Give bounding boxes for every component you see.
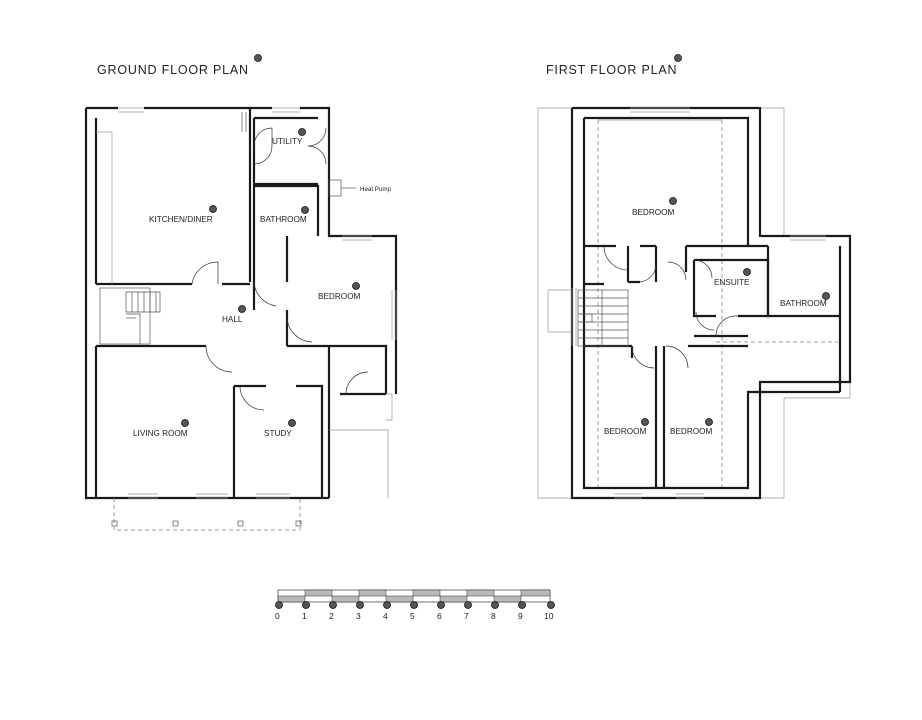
ground-floor-plan: GROUND FLOOR PLAN	[84, 54, 398, 531]
scale-tick-label: 5	[410, 611, 415, 621]
scale-tick-label: 9	[518, 611, 523, 621]
map-pin-icon	[352, 282, 360, 290]
room-label-kitchen-diner: KITCHEN/DINER	[149, 215, 213, 224]
ground-floor-patio	[111, 393, 393, 531]
map-pin-icon	[518, 601, 526, 609]
map-pin-icon	[743, 268, 751, 276]
ground-floor-walls	[84, 106, 398, 500]
heat-pump-unit-icon	[328, 179, 356, 197]
first-floor-title: FIRST FLOOR PLAN	[546, 63, 677, 77]
ground-floor-stairs	[99, 287, 161, 345]
map-pin-icon	[464, 601, 472, 609]
first-floor-doors	[603, 245, 739, 369]
room-label-bedroom-top: BEDROOM	[632, 208, 674, 217]
scale-tick-label: 8	[491, 611, 496, 621]
map-pin-icon	[302, 601, 310, 609]
scale-tick-label: 4	[383, 611, 388, 621]
room-label-bathroom-first: BATHROOM	[780, 299, 827, 308]
map-pin-icon	[288, 419, 296, 427]
map-pin-icon	[410, 601, 418, 609]
map-pin-icon	[301, 206, 309, 214]
room-label-bathroom: BATHROOM	[260, 215, 307, 224]
scale-tick-label: 10	[544, 611, 554, 621]
scale-tick-label: 2	[329, 611, 334, 621]
scale-tick-label: 3	[356, 611, 361, 621]
map-pin-icon	[674, 54, 682, 62]
room-label-hall: HALL	[222, 315, 243, 324]
room-label-bedroom: BEDROOM	[318, 292, 360, 301]
room-label-study: STUDY	[264, 429, 292, 438]
scale-bar: 0 1 2 3 4 5 6 7 8 9 10	[275, 589, 555, 621]
scale-tick-label: 0	[275, 611, 280, 621]
map-pin-icon	[254, 54, 262, 62]
first-floor-walls	[570, 106, 852, 500]
room-label-bedroom-right: BEDROOM	[670, 427, 712, 436]
map-pin-icon	[238, 305, 246, 313]
first-floor-plan: FIRST FLOOR PLAN	[537, 54, 852, 500]
first-floor-windows	[571, 107, 826, 499]
map-pin-icon	[822, 292, 830, 300]
map-pin-icon	[437, 601, 445, 609]
map-pin-icon	[356, 601, 364, 609]
map-pin-icon	[209, 205, 217, 213]
scale-tick-label: 7	[464, 611, 469, 621]
scale-markers	[275, 601, 555, 609]
ground-floor-doors	[191, 112, 369, 411]
scale-tick-label: 6	[437, 611, 442, 621]
map-pin-icon	[491, 601, 499, 609]
heat-pump-label: Heat Pump	[360, 186, 392, 193]
map-pin-icon	[641, 418, 649, 426]
scale-tick-label: 1	[302, 611, 307, 621]
first-floor-markers	[641, 54, 830, 426]
first-floor-stairs	[577, 289, 629, 347]
map-pin-icon	[329, 601, 337, 609]
map-pin-icon	[275, 601, 283, 609]
map-pin-icon	[298, 128, 306, 136]
map-pin-icon	[669, 197, 677, 205]
ground-floor-title: GROUND FLOOR PLAN	[97, 63, 249, 77]
room-label-ensuite: ENSUITE	[714, 278, 750, 287]
map-pin-icon	[547, 601, 555, 609]
room-label-living-room: LIVING ROOM	[133, 429, 188, 438]
ground-floor-markers	[181, 54, 360, 427]
room-label-bedroom-left: BEDROOM	[604, 427, 646, 436]
room-label-utility: UTILITY	[272, 137, 303, 146]
map-pin-icon	[705, 418, 713, 426]
map-pin-icon	[383, 601, 391, 609]
map-pin-icon	[181, 419, 189, 427]
